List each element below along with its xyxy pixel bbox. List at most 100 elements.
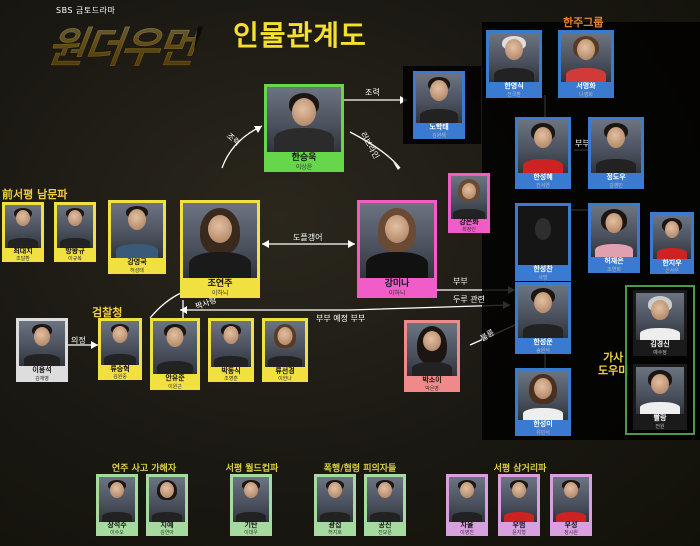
actor-label: 진보은 <box>378 530 392 536</box>
name-label: 정도우 <box>606 173 626 181</box>
name-label: 조연주 <box>207 279 233 289</box>
prosecution-group-label: 검찰청 <box>92 306 123 319</box>
card-park-dongsik[interactable]: 박동식 조영훈 <box>208 318 254 382</box>
bottom-group-label-accident: 연주 사고 가해자 <box>111 464 177 474</box>
card-ppalgang[interactable]: 빨랑 전원 <box>633 364 687 430</box>
rel-spouse: 부부 <box>453 277 468 286</box>
card-noh-hakdae[interactable]: 노학태 김원해 <box>413 71 465 139</box>
card-bang-wangyu[interactable]: 방왕규 이규복 <box>54 202 96 262</box>
actor-label: 사망 <box>538 275 548 281</box>
card-han-seongchan[interactable]: 한성찬 사망 <box>515 203 571 281</box>
arrow-7 <box>91 341 98 349</box>
card-kang-eunhwa[interactable]: 강은화 최정인 <box>448 173 490 233</box>
name-label: 박소이 <box>422 376 442 384</box>
name-label: 빨랑 <box>653 414 667 422</box>
card-kang-mina[interactable]: 강미나 이하늬 <box>357 200 437 298</box>
card-an-yujun[interactable]: 안유준 이원근 <box>150 318 200 390</box>
name-label: 류선경 <box>275 367 295 375</box>
actor-label: 이수오 <box>110 530 124 536</box>
card-seo-myeonghwa[interactable]: 서명화 나영희 <box>558 30 614 98</box>
actor-label: 이상윤 <box>295 164 313 171</box>
card-jiye[interactable]: 지예 김연아 <box>146 474 188 536</box>
name-label: 강영국 <box>127 258 147 266</box>
arrow-5 <box>393 162 400 170</box>
card-han-jiwoo[interactable]: 한지우 신서우 <box>650 212 694 274</box>
name-label: 한지우 <box>662 259 682 267</box>
name-label: 노학태 <box>429 123 449 131</box>
card-jangseokju[interactable]: 장석주 이수오 <box>96 474 138 536</box>
card-han-seonghye[interactable]: 한성혜 진서연 <box>515 117 571 189</box>
name-label: 지예 <box>160 521 174 529</box>
actor-label: 전국환 <box>507 92 521 98</box>
actor-label: 이규복 <box>68 256 82 262</box>
card-ubeom[interactable]: 우범 윤지형 <box>498 474 540 536</box>
card-jayul[interactable]: 자율 이영진 <box>446 474 488 536</box>
card-ryu-seunghyeok[interactable]: 류승혁 김원중 <box>98 318 142 380</box>
arrow-3 <box>262 240 269 248</box>
arrow-1 <box>254 126 262 133</box>
name-label: 방왕규 <box>65 247 85 255</box>
card-han-seongun[interactable]: 한성운 송원석 <box>515 282 571 354</box>
name-label: 안유준 <box>165 374 185 382</box>
name-label: 우성 <box>564 521 578 529</box>
actor-label: 신서우 <box>665 268 679 274</box>
actor-label: 허성태 <box>130 268 144 274</box>
actor-label: 나영희 <box>579 92 593 98</box>
housekeeper-group-label: 가사 도우미 <box>598 351 629 377</box>
name-label: 한성미 <box>533 420 553 428</box>
seopyeong-group-label: 前서평 남문파 <box>2 188 68 201</box>
card-kang-gyeongguk[interactable]: 강영국 허성태 <box>108 200 166 274</box>
name-label: 강미나 <box>384 279 410 289</box>
card-jung-deokwoo[interactable]: 정도우 김영민 <box>588 117 644 189</box>
hanju-group-label: 한주그룹 <box>563 16 604 29</box>
name-label: 류승혁 <box>110 365 130 373</box>
card-ryu-seongyeong[interactable]: 류선경 이한나 <box>262 318 308 382</box>
card-heo-jaeeun[interactable]: 허재은 조연희 <box>588 203 640 273</box>
bottom-group-label-worldcup: 서평 월드컵파 <box>225 464 279 474</box>
name-label: 강은화 <box>459 218 479 226</box>
name-label: 김경신 <box>650 340 670 348</box>
card-han-seongmi[interactable]: 한성미 유민서 <box>515 368 571 436</box>
arrow-9 <box>180 306 187 314</box>
actor-label: 예수정 <box>653 350 667 356</box>
card-park-soi[interactable]: 박소이 박은영 <box>404 320 460 392</box>
arrow-4 <box>348 240 355 248</box>
card-gongjin[interactable]: 공진 진보은 <box>364 474 406 536</box>
actor-label: 조연희 <box>607 267 621 273</box>
rel-mom: 의정 <box>71 336 86 345</box>
card-useong[interactable]: 우성 정시원 <box>550 474 592 536</box>
actor-label: 조영훈 <box>224 376 238 382</box>
actor-label: 정시원 <box>564 530 578 536</box>
rel-doppel: 도플갱어 <box>293 233 323 242</box>
actor-label: 박은영 <box>425 386 439 392</box>
card-gwangseop[interactable]: 광섭 허지호 <box>314 474 356 536</box>
name-label: 서명화 <box>576 82 596 90</box>
actor-label: 조달환 <box>16 256 30 262</box>
actor-label: 이하늬 <box>211 290 229 297</box>
actor-label: 전원 <box>655 424 665 430</box>
actor-label: 송원석 <box>536 348 550 354</box>
name-label: 우범 <box>512 521 526 529</box>
name-label: 한영식 <box>504 82 524 90</box>
card-choi-daechi[interactable]: 최대치 조달환 <box>2 202 44 262</box>
actor-label: 이한나 <box>278 376 292 382</box>
actor-label: 김원중 <box>113 374 127 380</box>
name-label: 최대치 <box>13 247 33 255</box>
name-label: 한성혜 <box>533 173 553 181</box>
actor-label: 김원해 <box>432 133 446 139</box>
rel-dwr: 부부 예정 부부 <box>316 314 366 323</box>
page-title: 인물관계도 <box>233 19 367 52</box>
name-label: 공진 <box>378 521 392 529</box>
card-han-seungwook[interactable]: 한승욱 이상윤 <box>264 84 344 172</box>
card-han-yeongsik[interactable]: 한영식 전국환 <box>486 30 542 98</box>
card-gitan[interactable]: 기탄 이대우 <box>230 474 272 536</box>
name-label: 박동식 <box>221 367 241 375</box>
name-label: 기탄 <box>244 521 258 529</box>
housekeeper-panel <box>625 285 695 435</box>
actor-label: 허지호 <box>328 530 342 536</box>
show-logo: 원더우먼 <box>44 14 199 75</box>
card-lee-yongseok[interactable]: 이용석 김재영 <box>16 318 68 382</box>
card-jo-yeonju[interactable]: 조연주 이하늬 <box>180 200 260 298</box>
card-kim-gyeongsin[interactable]: 김경신 예수정 <box>633 290 687 356</box>
name-label: 허재은 <box>604 257 624 265</box>
